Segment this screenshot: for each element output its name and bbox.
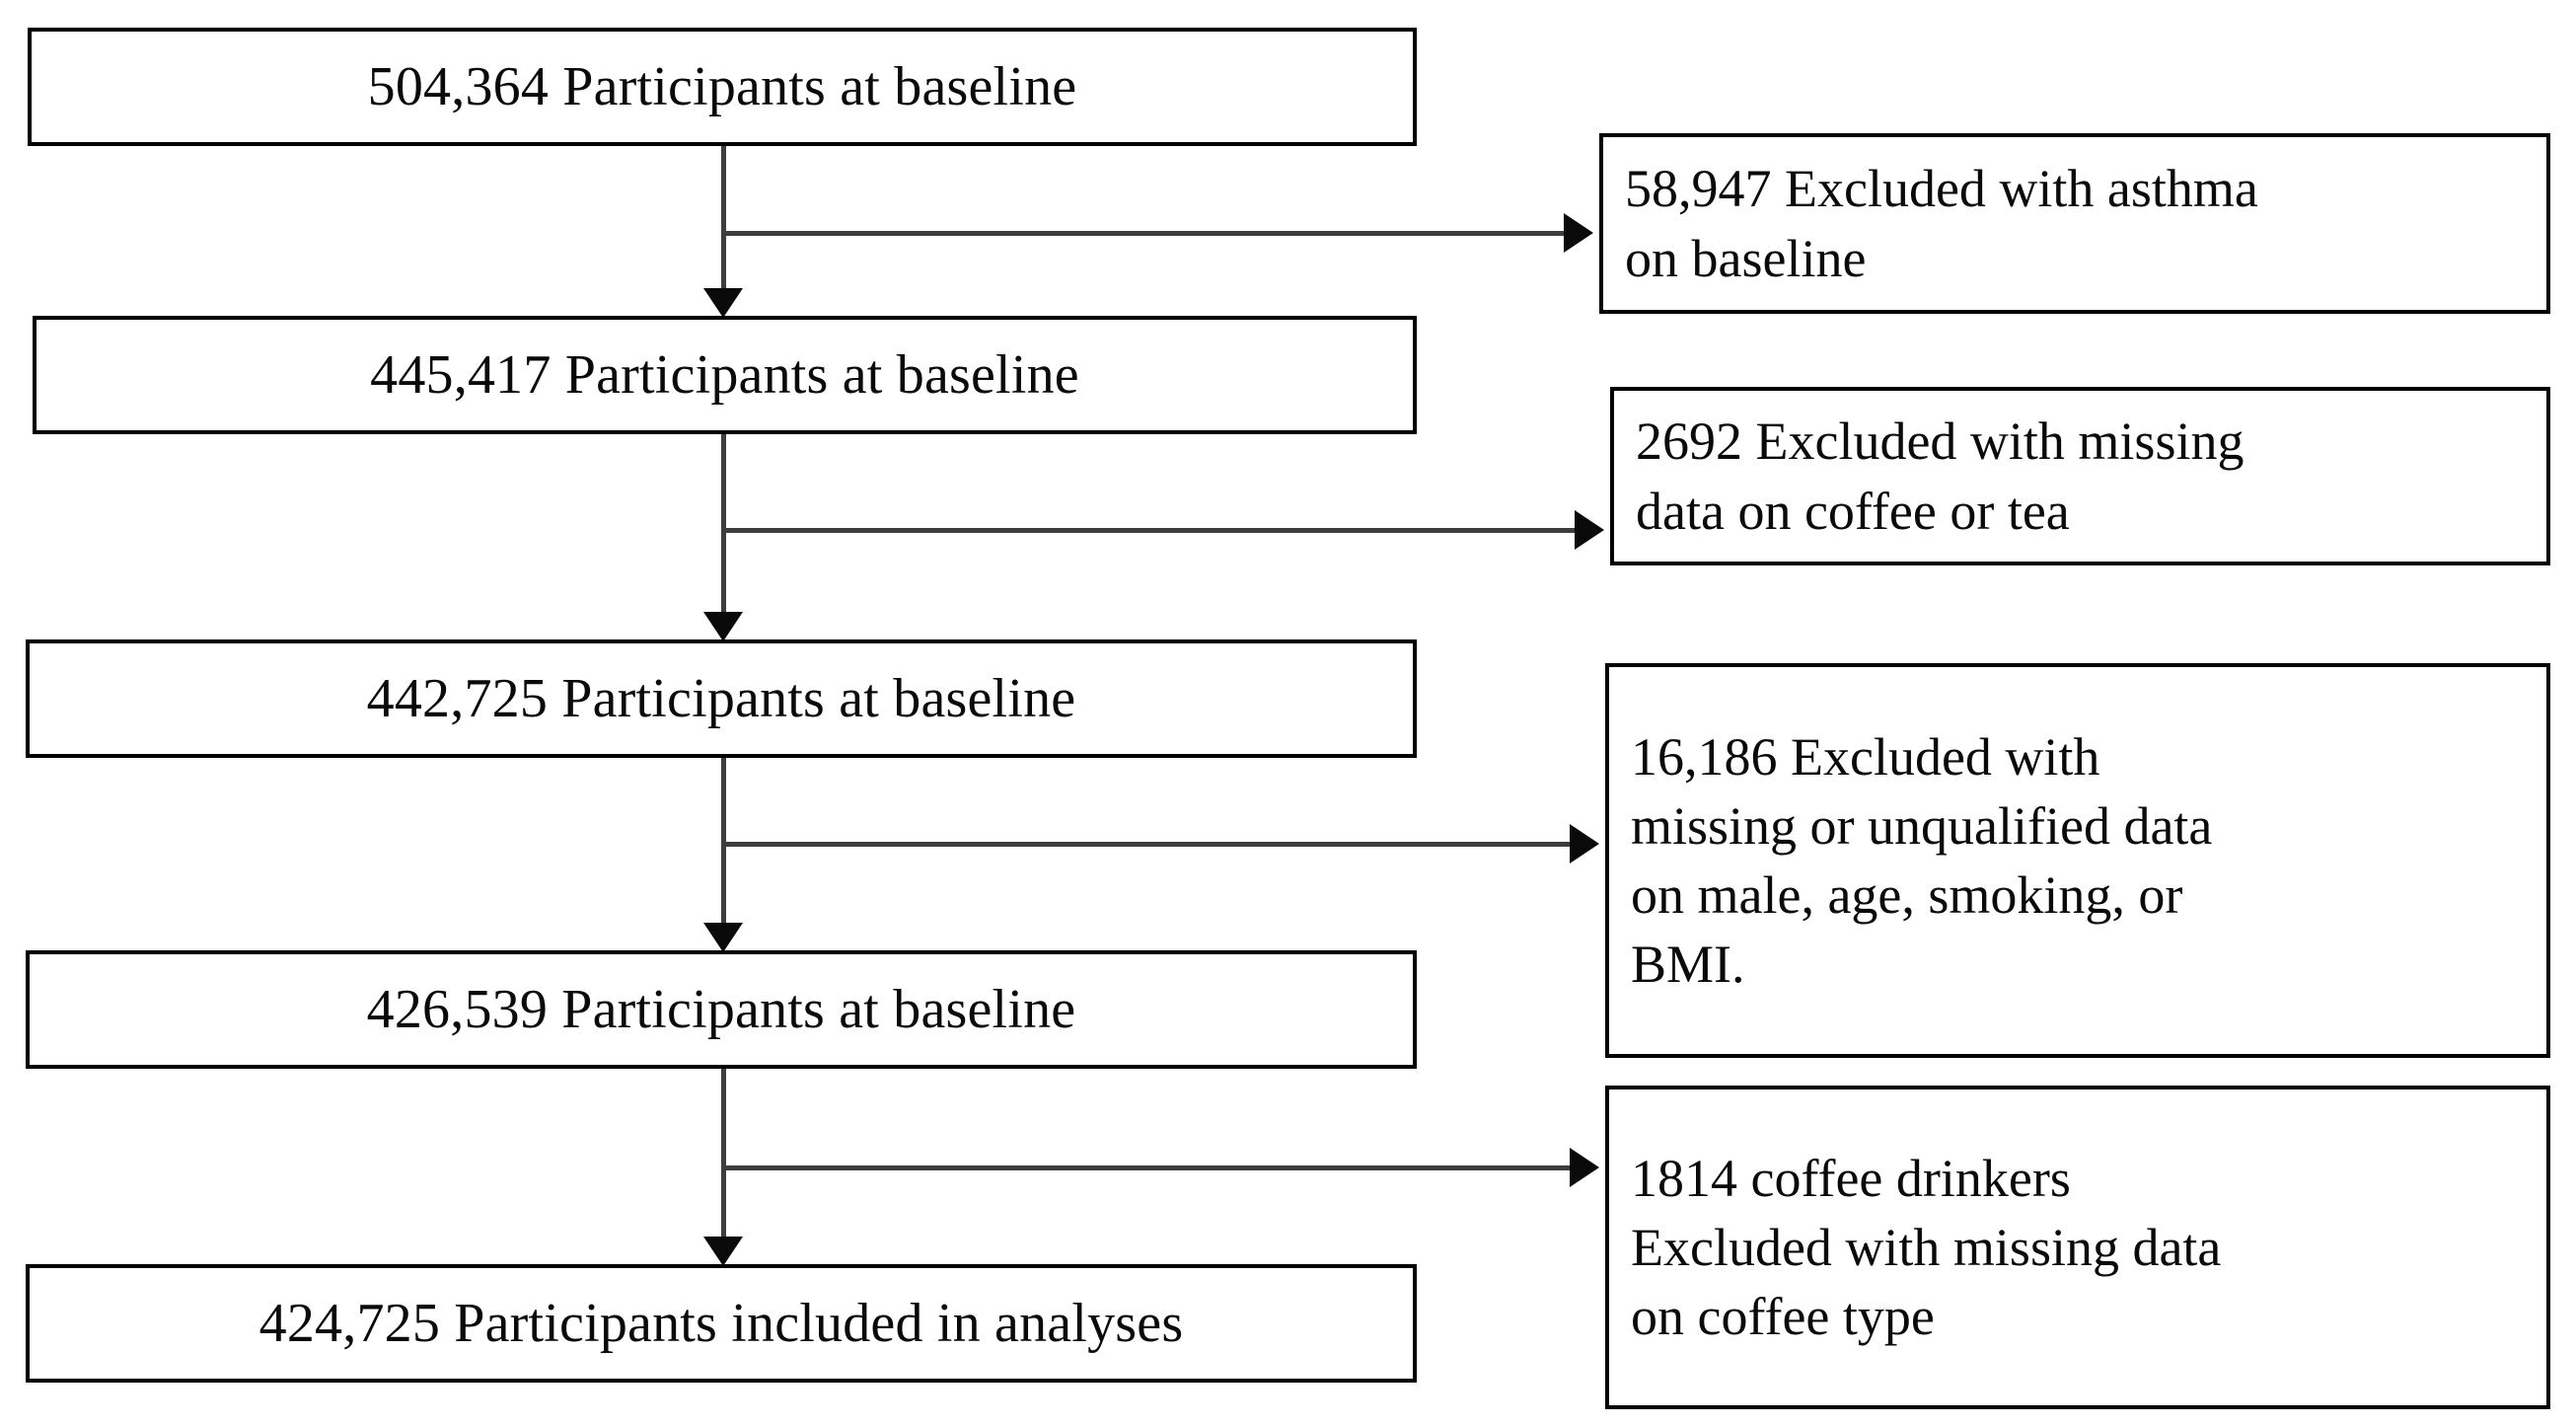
connector-horizontal-excl-2 [723,528,1575,533]
flow-node-1: 504,364 Participants at baseline [28,28,1417,146]
arrow-right-icon-2 [1575,510,1604,550]
connector-vertical-1-2 [721,146,726,292]
connector-vertical-4-5 [721,1069,726,1240]
flow-node-5-label: 424,725 Participants included in analyse… [258,1292,1184,1354]
flow-node-3: 442,725 Participants at baseline [26,639,1417,758]
connector-horizontal-excl-3 [723,842,1570,847]
arrow-down-icon-2 [703,612,743,641]
flow-node-1-label: 504,364 Participants at baseline [367,55,1077,117]
flow-node-2-label: 445,417 Participants at baseline [370,343,1079,406]
connector-vertical-2-3 [721,434,726,616]
arrow-right-icon-3 [1570,824,1599,863]
arrow-right-icon-1 [1564,213,1593,253]
flow-node-2: 445,417 Participants at baseline [33,316,1417,434]
flow-node-5: 424,725 Participants included in analyse… [26,1264,1417,1383]
arrow-right-icon-4 [1570,1148,1599,1187]
flow-node-4: 426,539 Participants at baseline [26,950,1417,1069]
arrow-down-icon-3 [703,923,743,952]
connector-horizontal-excl-4 [723,1165,1570,1170]
flow-node-4-label: 426,539 Participants at baseline [366,978,1076,1040]
arrow-down-icon-1 [703,288,743,318]
flow-node-3-label: 442,725 Participants at baseline [366,667,1076,729]
arrow-down-icon-4 [703,1237,743,1266]
connector-horizontal-excl-1 [723,231,1564,236]
